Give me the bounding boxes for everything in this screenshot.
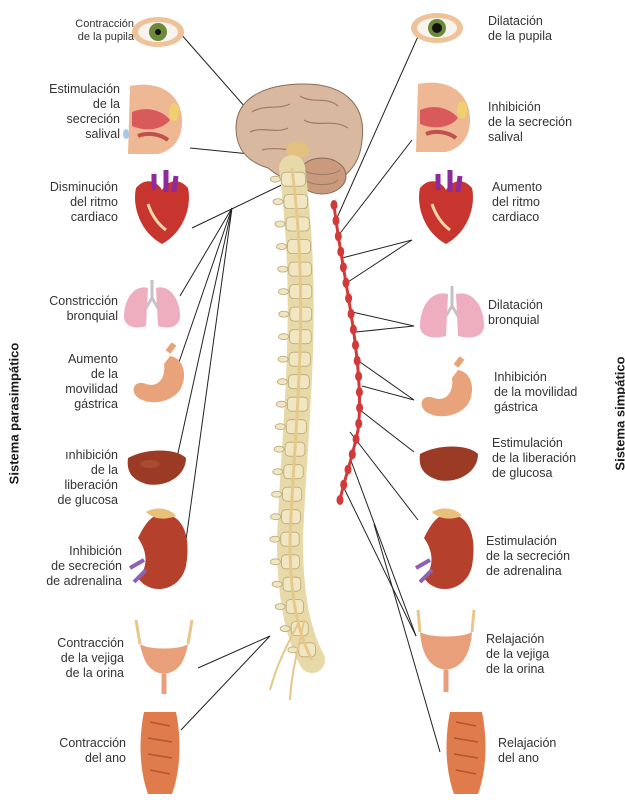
vertebra-process [278,356,288,362]
rectum-left [141,712,180,794]
ganglion [337,495,344,505]
ganglion [348,309,355,319]
ganglion [354,356,361,366]
ganglion [355,419,362,429]
line-anus-left [181,636,270,730]
line-liver-right [360,410,414,452]
label-pupil-contraction: Contracción de la pupila [34,18,134,44]
vertebra-process [277,244,287,250]
eye-left [132,17,184,47]
line-liver-left [176,208,232,462]
ganglion [356,387,363,397]
head-profile-left [123,85,182,154]
label-glucose-release-stimulation: Estimulación de la liberación de glucosa [492,436,602,481]
ganglion [333,216,340,226]
line-stomach-right-b [362,386,414,400]
vertebra-process [276,401,286,407]
ganglion [349,449,356,459]
label-heart-rate-decrease: Disminución del ritmo cardiaco [18,180,118,225]
vertebra-process [271,514,281,520]
label-saliva-inhibition: Inhibición de la secreción salival [488,100,598,145]
bladder-left [136,620,192,694]
vertebra-process [270,536,280,542]
eye-right [411,13,463,43]
vertebra-process [270,559,280,565]
label-adrenaline-stimulation: Estimulación de la secreción de adrenali… [486,534,598,579]
line-bladder-right-b [342,484,416,636]
line-bladder-left [198,636,270,668]
label-anus-contraction: Contracción del ano [18,736,126,766]
liver-right [420,447,478,481]
label-bladder-relaxation: Relajación de la vejiga de la orina [486,632,596,677]
label-bronchial-constriction: Constricción bronquial [18,294,118,324]
vertebra-process [275,221,285,227]
label-saliva-stimulation: Estimulación de la secreción salival [20,82,120,142]
vertebra-process [279,289,289,295]
ganglion [345,293,352,303]
sympathetic-chain [331,200,364,505]
lungs-right [420,286,484,338]
kidney-right [416,509,474,590]
line-heart-right-b [348,240,412,282]
vertebra-process [275,604,285,610]
label-anus-relaxation: Relajación del ano [498,736,598,766]
vertebra-process [279,334,289,340]
label-bronchial-dilation: Dilatación bronquial [488,298,598,328]
ganglion [353,434,360,444]
ganglion [337,247,344,257]
vertebra-process [272,491,282,497]
vertebra-process [278,266,288,272]
line-lung-right-b [356,326,414,332]
stomach-left [134,344,184,402]
label-adrenaline-inhibition: Inhibición de secreción de adrenalina [18,544,122,589]
spinal-column [270,168,316,700]
ganglion [340,480,347,490]
line-lung-right-a [352,312,414,326]
vertebra-process [272,581,282,587]
label-glucose-release-inhibition: ınhibición de la liberación de glucosa [18,448,118,508]
ganglion [345,465,352,475]
ganglion [343,278,350,288]
vertebra-process [273,469,283,475]
label-bladder-contraction: Contracción de la vejiga de la orina [18,636,124,681]
ganglion [355,371,362,381]
ganglion [331,200,338,210]
ganglion [356,403,363,413]
ganglion [340,262,347,272]
label-gastric-motility-increase: Aumento de la movilidad gástrica [18,352,118,412]
ganglion [335,231,342,241]
bladder-right [418,610,474,692]
head-profile-right [416,83,470,152]
vertebra-process [275,424,285,430]
line-kidney-right [350,432,418,520]
line-kidney-left [186,208,232,540]
heart-left [135,170,189,244]
sympathetic-title: Sistema simpático [613,349,625,479]
lungs-left [124,280,180,328]
ganglion [352,340,359,350]
line-stomach-right-a [360,362,414,400]
liver-left [128,451,186,485]
vertebra-process [279,311,289,317]
heart-right [419,170,473,244]
kidney-left [130,509,188,590]
line-bladder-right-a [350,458,416,636]
label-pupil-dilation: Dilatación de la pupila [488,14,598,44]
label-heart-rate-increase: Aumento del ritmo cardiaco [492,180,602,225]
vertebra-process [277,379,287,385]
line-heart-right-a [342,240,412,258]
rectum-right [447,712,486,794]
label-gastric-motility-inhibition: Inhibición de la movilidad gástrica [494,370,604,415]
vertebra-process [270,176,280,182]
vertebra-process [273,199,283,205]
ganglion [350,325,357,335]
stomach-right [422,358,472,416]
vertebra-process [280,626,290,632]
vertebra-process [274,446,284,452]
